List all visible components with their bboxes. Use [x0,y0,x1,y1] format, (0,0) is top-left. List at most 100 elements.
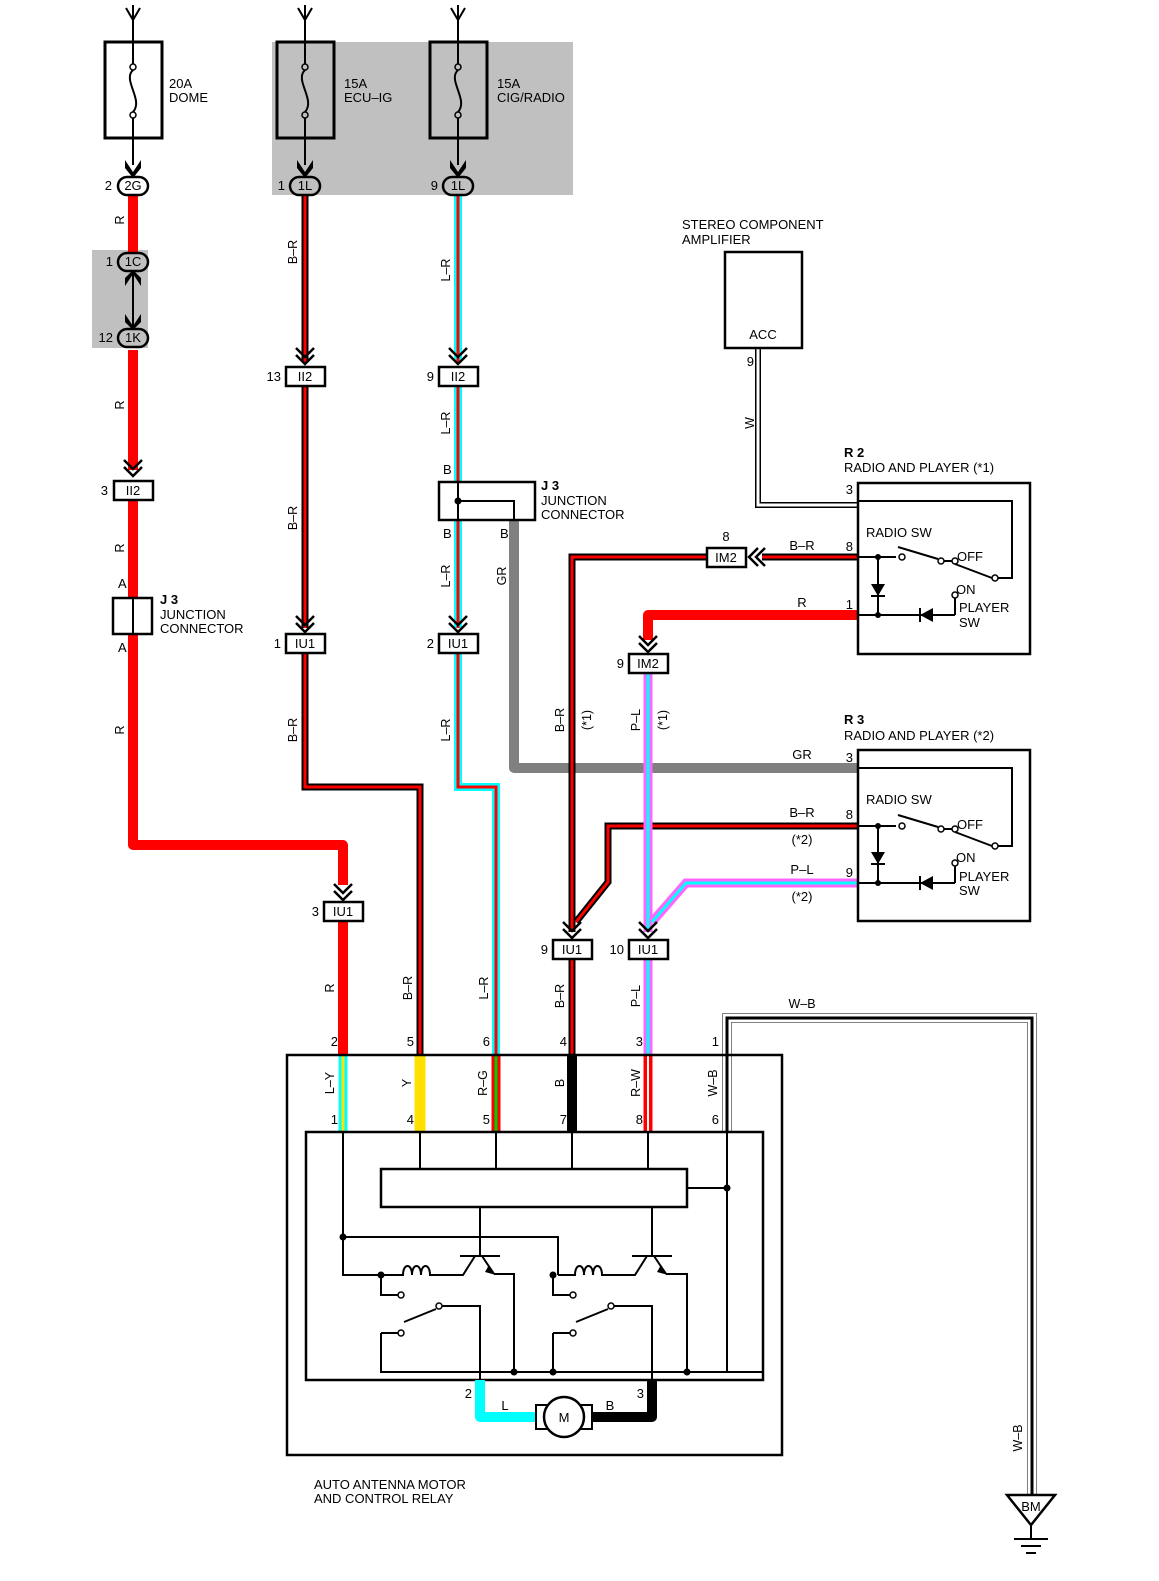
svg-text:AND CONTROL RELAY: AND CONTROL RELAY [314,1491,454,1506]
svg-text:II2: II2 [451,369,465,384]
svg-text:8: 8 [846,807,853,822]
svg-text:2: 2 [427,636,434,651]
svg-text:1K: 1K [125,330,141,345]
svg-text:R: R [797,595,806,610]
svg-text:L–Y: L–Y [323,1071,337,1094]
svg-text:B–R: B–R [286,718,300,742]
connector-link-1c-1k [125,270,141,330]
svg-text:10: 10 [610,942,624,957]
svg-text:B–R: B–R [553,708,567,732]
svg-text:OFF: OFF [957,817,983,832]
svg-text:8: 8 [636,1112,643,1127]
svg-text:II2: II2 [126,483,140,498]
svg-text:4: 4 [407,1112,414,1127]
svg-text:9: 9 [541,942,548,957]
fuse-rating: 15A [497,76,520,91]
svg-text:B–R: B–R [789,538,814,553]
svg-text:RADIO AND PLAYER (*1): RADIO AND PLAYER (*1) [844,460,994,475]
ground-point-bm: BM [1004,1493,1058,1554]
svg-text:3: 3 [312,904,319,919]
svg-text:B–R: B–R [286,240,300,264]
svg-text:1: 1 [278,178,285,193]
svg-text:1L: 1L [451,178,465,193]
wire-gr [509,520,858,773]
svg-text:9: 9 [431,178,438,193]
svg-text:B: B [443,526,452,541]
svg-text:AMPLIFIER: AMPLIFIER [682,232,751,247]
svg-text:12: 12 [99,330,113,345]
svg-text:6: 6 [712,1112,719,1127]
connector-2g: 2G 2 [105,175,150,197]
svg-text:R: R [113,725,127,734]
stereo-component-amplifier: STEREO COMPONENT AMPLIFIER ACC 9 [682,217,824,369]
connector-iu1-10: IU1 10 [610,921,670,961]
svg-text:L: L [501,1398,508,1413]
svg-text:JUNCTION: JUNCTION [160,607,226,622]
svg-text:L–R: L–R [439,565,453,588]
wire-br-ecu [301,195,424,1055]
svg-text:2: 2 [331,1034,338,1049]
fuse-name: CIG/RADIO [497,90,565,105]
svg-text:B: B [553,1079,567,1087]
highlight-region-fuse-box [272,42,573,195]
svg-text:W–B: W–B [1011,1424,1025,1451]
svg-text:8: 8 [722,529,729,544]
svg-text:J 3: J 3 [541,478,559,493]
svg-text:B–R: B–R [401,976,415,1000]
fuse-name: ECU–IG [344,90,392,105]
svg-text:L–R: L–R [439,412,453,435]
fuse-ecu-ig: 15A ECU–IG [275,5,392,178]
svg-text:SW: SW [959,883,981,898]
svg-text:ON: ON [956,850,976,865]
connector-ii2-r: II2 3 [101,459,155,502]
svg-text:IU1: IU1 [333,904,353,919]
connector-iu1-1: IU1 1 [274,615,327,655]
radio-and-player-r3: R 3 RADIO AND PLAYER (*2) 3 8 9 GR B–R (… [789,712,1032,923]
svg-text:1: 1 [712,1034,719,1049]
svg-text:6: 6 [483,1034,490,1049]
svg-text:CONNECTOR: CONNECTOR [160,621,244,636]
fuse-dome: 20A DOME [103,5,208,178]
svg-text:B–R: B–R [553,984,567,1008]
svg-text:OFF: OFF [957,549,983,564]
svg-text:9: 9 [617,656,624,671]
svg-text:CONNECTOR: CONNECTOR [541,507,625,522]
svg-text:3: 3 [637,1386,644,1401]
svg-text:B–R: B–R [286,506,300,530]
svg-text:5: 5 [483,1112,490,1127]
svg-text:L–R: L–R [439,259,453,282]
svg-text:3: 3 [846,482,853,497]
svg-text:9: 9 [747,354,754,369]
connector-1c: 1C 1 [106,251,150,273]
connector-iu1-3: IU1 3 [312,883,365,923]
svg-text:IU1: IU1 [638,942,658,957]
svg-text:(*1): (*1) [656,710,670,730]
wire-r-dome [128,195,348,1055]
svg-text:W–B: W–B [788,997,815,1011]
connector-1l-ecu: 1L 1 [278,175,322,197]
svg-text:9: 9 [427,369,434,384]
motor-icon [542,1395,586,1439]
wire-r-r2 [643,610,858,640]
svg-text:8: 8 [846,539,853,554]
svg-text:R 2: R 2 [844,445,864,460]
svg-text:A: A [118,640,127,655]
svg-text:1: 1 [274,636,281,651]
svg-text:L–R: L–R [439,719,453,742]
relay-harness-wires [338,1055,653,1132]
connector-1l-cig: 1L 9 [431,175,475,197]
fuse-name: DOME [169,90,208,105]
svg-text:4: 4 [560,1034,567,1049]
svg-text:(*2): (*2) [792,889,813,904]
auto-antenna-motor-relay: 2 5 6 4 3 1 1 4 5 7 8 6 [285,1034,784,1506]
svg-text:JUNCTION: JUNCTION [541,493,607,508]
svg-text:2: 2 [465,1386,472,1401]
svg-text:P–L: P–L [629,985,643,1007]
svg-text:ACC: ACC [749,327,776,342]
svg-text:2G: 2G [124,178,141,193]
radio-and-player-r2: R 2 RADIO AND PLAYER (*1) 3 8 1 B–R R OF… [789,445,1032,656]
wire-lr-cig [454,195,500,1055]
connector-1k: 1K 12 [99,327,150,349]
svg-text:3: 3 [101,483,108,498]
connector-im2-9: IM2 9 [617,635,670,675]
